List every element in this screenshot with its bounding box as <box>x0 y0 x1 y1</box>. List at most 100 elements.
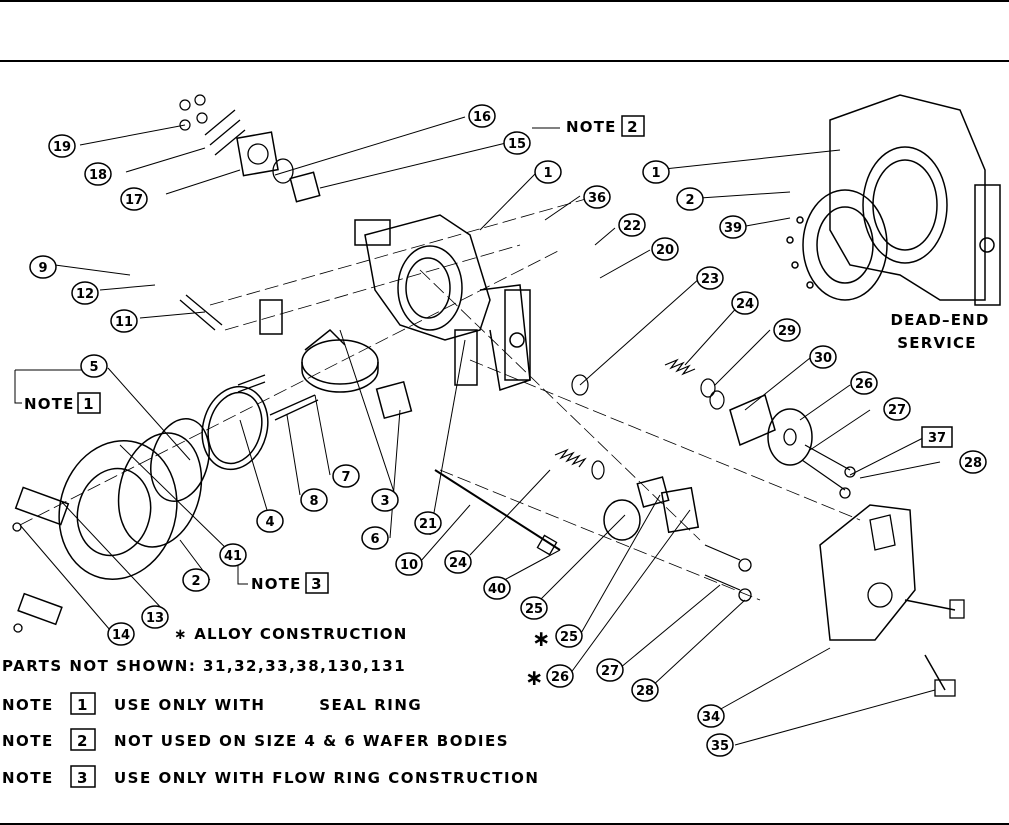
disc <box>259 299 379 393</box>
label-text: 28 <box>964 456 982 471</box>
label-text: 27 <box>888 403 906 418</box>
callout-9: 9 <box>29 255 57 279</box>
callout-21: 21 <box>414 511 442 535</box>
label-text: USE ONLY WITH FLOW RING CONSTRUCTION <box>114 769 539 787</box>
label-text: 41 <box>224 549 242 564</box>
label-text: 22 <box>623 219 641 234</box>
label-text: 6 <box>370 532 379 547</box>
callout-28b: 28 <box>631 678 659 702</box>
label-text: 14 <box>112 628 130 643</box>
label-text: 34 <box>702 710 720 725</box>
callout-7: 7 <box>332 464 360 488</box>
label-text: 28 <box>636 684 654 699</box>
callouts: 19 18 16 17 15 1 36 22 20 1 2 39 9 12 11… <box>29 104 987 757</box>
callout-5: 5 <box>80 354 108 378</box>
star-marker-25: ∗ <box>532 627 552 652</box>
label-text: 4 <box>265 515 274 530</box>
label-text: 16 <box>473 110 491 125</box>
valve-body-center <box>354 214 531 391</box>
callout-16: 16 <box>468 104 496 128</box>
label-text: 1 <box>83 395 95 413</box>
label-text: 10 <box>400 558 418 573</box>
callout-17: 17 <box>120 187 148 211</box>
callout-28: 28 <box>959 450 987 474</box>
label-text: 7 <box>341 470 350 485</box>
label-text: 2 <box>685 193 694 208</box>
label-text: 13 <box>146 611 164 626</box>
note-line-3: NOTE 3 USE ONLY WITH FLOW RING CONSTRUCT… <box>2 765 539 788</box>
callout-11: 11 <box>110 309 138 333</box>
callout-10: 10 <box>395 552 423 576</box>
label-text: 25 <box>525 602 543 617</box>
label-text: NOTE <box>566 118 617 136</box>
callout-20: 20 <box>651 237 679 261</box>
callout-2: 2 <box>676 187 704 211</box>
callout-14: 14 <box>107 622 135 646</box>
callout-4: 4 <box>256 509 284 533</box>
label-text: 3 <box>311 575 323 593</box>
callout-26: 26 <box>850 371 878 395</box>
callout-37: 37 <box>921 426 953 448</box>
callout-25: 25 <box>520 596 548 620</box>
label-text: USE ONLY WITH SEAL RING <box>114 696 422 714</box>
label-text: 1 <box>651 166 660 181</box>
label-text: 5 <box>89 360 98 375</box>
label-text: 2 <box>191 574 200 589</box>
callout-24: 24 <box>731 291 759 315</box>
note-line-1: NOTE 1 USE ONLY WITH SEAL RING <box>2 692 422 715</box>
label-text: 24 <box>449 556 467 571</box>
label-text: NOT USED ON SIZE 4 & 6 WAFER BODIES <box>114 732 509 750</box>
bottom-notes: PARTS NOT SHOWN: 31,32,33,38,130,131 NOT… <box>2 657 539 788</box>
label-text: 12 <box>76 287 94 302</box>
label-text: NOTE <box>2 696 54 714</box>
top-rule <box>0 0 1009 2</box>
callout-12: 12 <box>71 281 99 305</box>
label-text: 26 <box>855 377 873 392</box>
dead-end-label-line1: DEAD–END <box>890 311 989 329</box>
label-text: 9 <box>38 261 47 276</box>
label-text: 3 <box>77 769 89 787</box>
label-text: NOTE <box>251 575 302 593</box>
callout-35: 35 <box>706 733 734 757</box>
label-text: 19 <box>53 140 71 155</box>
callout-40: 40 <box>483 576 511 600</box>
label-text: 15 <box>508 137 526 152</box>
parts-drawing <box>12 94 1001 746</box>
callout-36: 36 <box>583 185 611 209</box>
label-text: 11 <box>115 315 133 330</box>
note-line-2: NOTE 2 NOT USED ON SIZE 4 & 6 WAFER BODI… <box>2 728 509 751</box>
label-text: NOTE <box>24 395 75 413</box>
callout-18: 18 <box>84 162 112 186</box>
header-rule <box>0 60 1009 62</box>
label-text: 29 <box>778 324 796 339</box>
label-text: 20 <box>656 243 674 258</box>
diagram-note-3: NOTE 3 <box>251 572 329 594</box>
callout-29: 29 <box>773 318 801 342</box>
diagram-note-1: NOTE 1 <box>24 392 101 414</box>
label-text: 3 <box>380 494 389 509</box>
callout-8: 8 <box>300 488 328 512</box>
callout-3: 3 <box>371 488 399 512</box>
label-text: 37 <box>928 431 946 446</box>
callout-1: 1 <box>534 160 562 184</box>
callout-41: 41 <box>219 543 247 567</box>
callout-27b: 27 <box>596 658 624 682</box>
label-text: 24 <box>736 297 754 312</box>
callout-22: 22 <box>618 213 646 237</box>
label-text: 1 <box>543 166 552 181</box>
callout-34: 34 <box>697 704 725 728</box>
label-text: 23 <box>701 272 719 287</box>
diagram-notes: NOTE 2 NOTE 1 NOTE 3 DEAD–END SERVICE ∗ … <box>24 115 989 691</box>
alloy-note: ∗ ALLOY CONSTRUCTION <box>174 625 408 643</box>
dead-end-label-line2: SERVICE <box>897 334 976 352</box>
label-text: 2 <box>77 732 89 750</box>
label-text: 17 <box>125 193 143 208</box>
callout-30: 30 <box>809 345 837 369</box>
label-text: 36 <box>588 191 606 206</box>
label-text: 30 <box>814 351 832 366</box>
star-marker-26: ∗ <box>525 666 545 691</box>
label-text: 18 <box>89 168 107 183</box>
callout-26b: 26 <box>546 664 574 688</box>
